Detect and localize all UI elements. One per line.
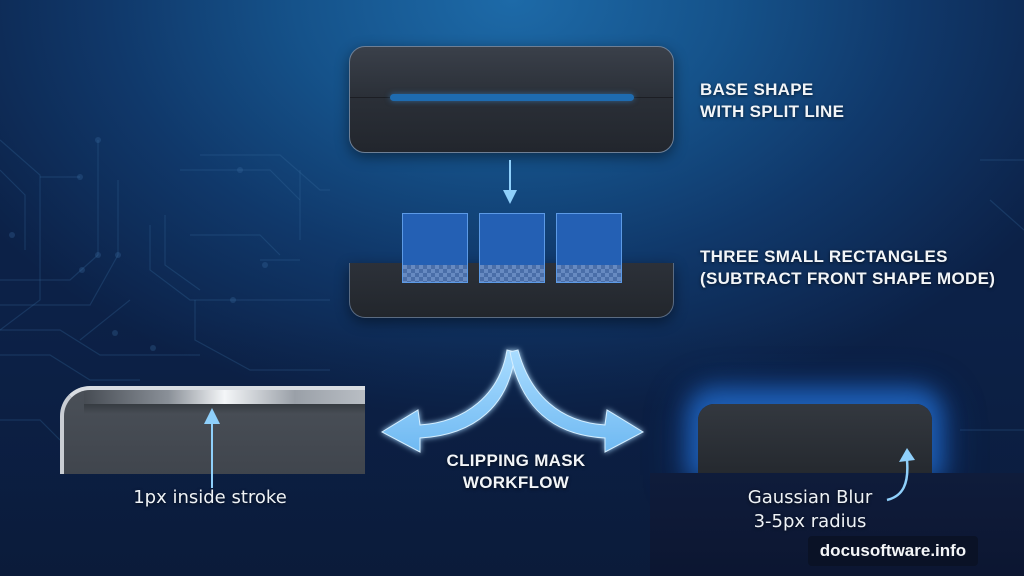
subtract-rectangle-2 (479, 213, 545, 283)
gaussian-blur-caption-line2: 3-5px radius (753, 511, 867, 532)
base-shape-label-line1: BASE SHAPE (700, 80, 814, 99)
subtract-label-line2: (SUBTRACT FRONT SHAPE MODE) (700, 269, 996, 288)
base-shape-label-line2: WITH SPLIT LINE (700, 102, 845, 121)
watermark: docusoftware.info (808, 536, 978, 566)
left-floor (0, 473, 650, 576)
subtract-label: THREE SMALL RECTANGLES (SUBTRACT FRONT S… (700, 246, 995, 290)
transparency-checker (403, 265, 467, 282)
subtract-rectangle-1 (402, 213, 468, 283)
clipping-mask-label-line2: WORKFLOW (462, 473, 570, 492)
split-line (390, 94, 634, 101)
stroke-shadow (84, 404, 365, 414)
clipping-mask-label: CLIPPING MASK WORKFLOW (436, 450, 596, 494)
stroke-highlight (84, 390, 365, 404)
gaussian-blur-shape (698, 404, 932, 474)
arrow-down-icon (503, 160, 517, 204)
subtract-rectangle-3 (556, 213, 622, 283)
subtract-label-line1: THREE SMALL RECTANGLES (700, 247, 948, 266)
arrow-up-icon (204, 408, 220, 488)
curved-double-arrow-icon (380, 349, 645, 453)
transparency-checker (557, 265, 621, 282)
transparency-checker (480, 265, 544, 282)
inside-stroke-caption: 1px inside stroke (133, 487, 287, 508)
clipping-mask-label-line1: CLIPPING MASK (446, 451, 586, 470)
base-shape-label: BASE SHAPE WITH SPLIT LINE (700, 79, 844, 123)
gaussian-blur-caption: Gaussian Blur 3-5px radius (730, 486, 890, 534)
base-shape (349, 46, 674, 153)
curved-arrow-up-icon (886, 448, 915, 502)
gaussian-blur-caption-line1: Gaussian Blur (747, 487, 873, 508)
